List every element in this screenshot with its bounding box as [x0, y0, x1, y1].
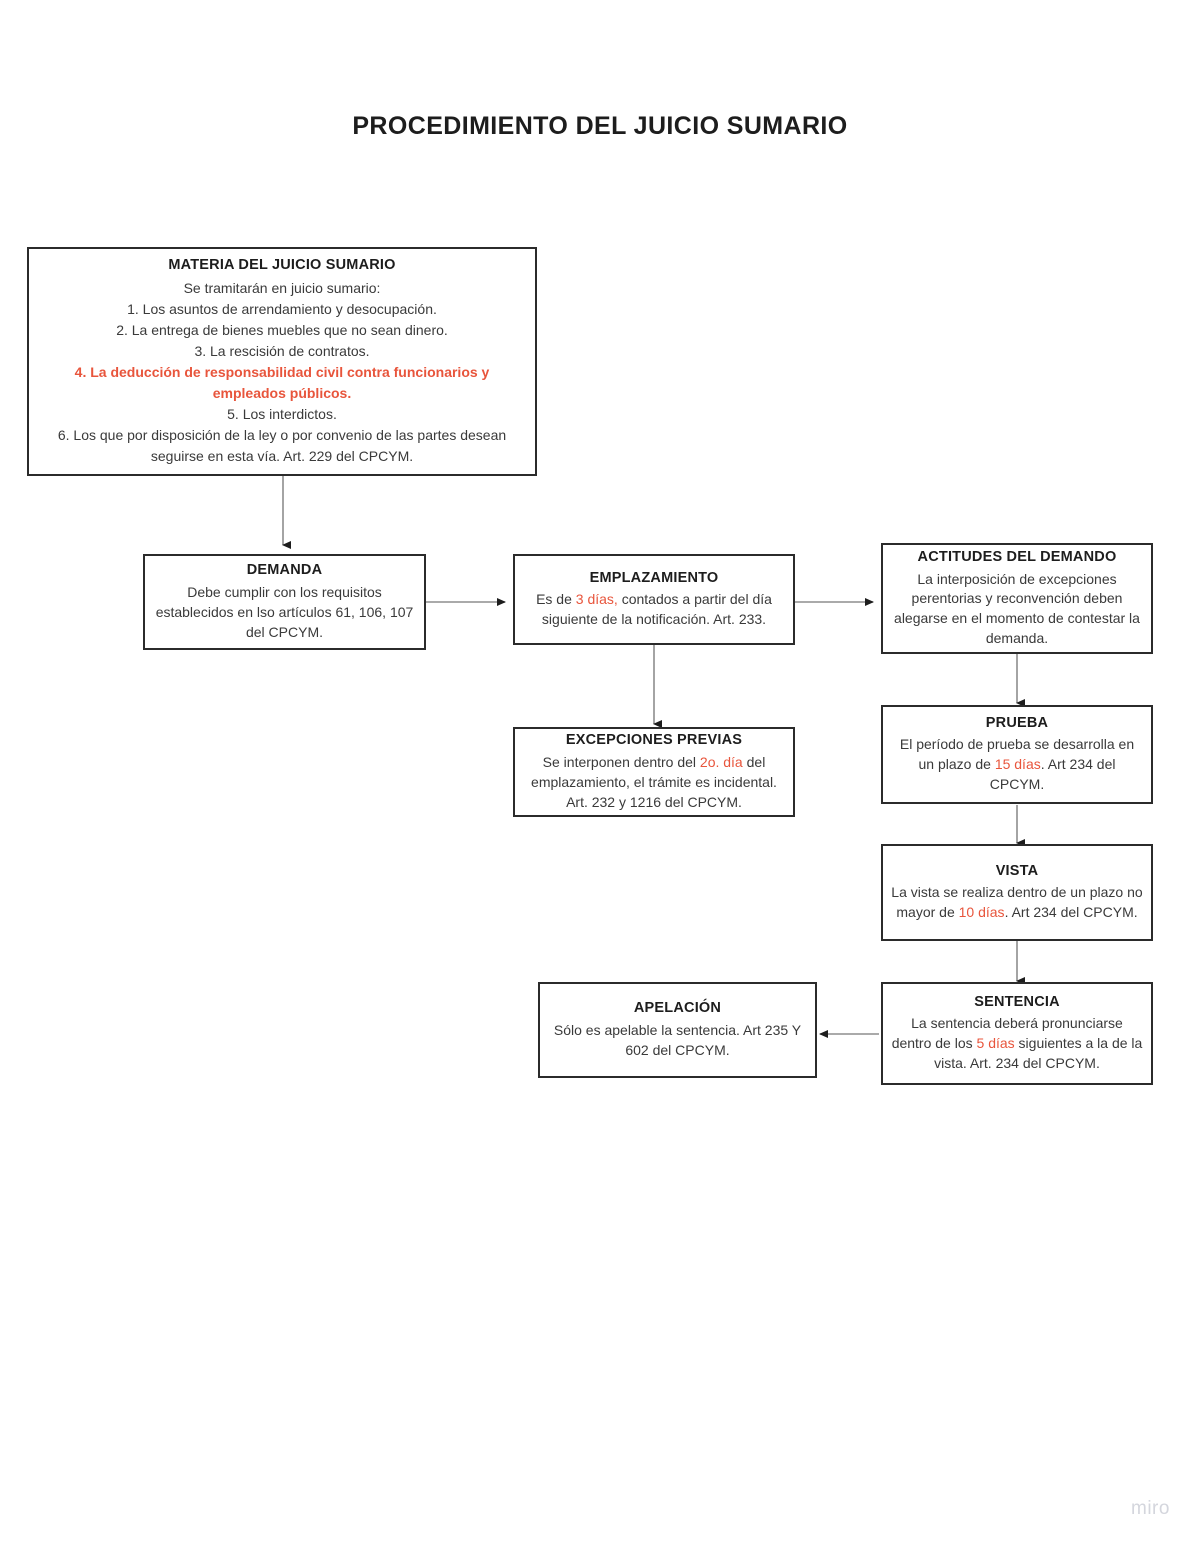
node-body: Debe cumplir con los requisitos establec…	[155, 583, 414, 640]
node-actitudes-del-demando[interactable]: ACTITUDES DEL DEMANDO La interposición d…	[881, 543, 1153, 654]
node-demanda[interactable]: DEMANDA Debe cumplir con los requisitos …	[143, 554, 426, 650]
node-title: DEMANDA	[246, 562, 323, 579]
node-materia-del-juicio-sumario[interactable]: MATERIA DEL JUICIO SUMARIO Se tramitarán…	[27, 247, 537, 476]
node-sentencia[interactable]: SENTENCIA La sentencia deberá pronunciar…	[881, 982, 1153, 1085]
text-post: contados a partir del día siguiente de l…	[541, 591, 772, 628]
materia-item-4: 4. La deducción de responsabilidad civil…	[74, 363, 490, 401]
text-pre: El período de prueba se desarrolla en un…	[899, 736, 1135, 773]
materia-item-2: 2. La entrega de bienes muebles que no s…	[116, 321, 448, 338]
highlight-plazo: 15 días	[994, 756, 1041, 773]
text-post: . Art 234 del CPCYM.	[989, 756, 1116, 793]
highlight-plazo: 5 días	[976, 1035, 1015, 1052]
text-post: . Art 234 del CPCYM.	[1004, 904, 1138, 921]
highlight-plazo: 3 días,	[575, 591, 618, 608]
node-title: SENTENCIA	[974, 993, 1060, 1010]
node-body: La interposición de excepciones perentor…	[894, 570, 1140, 647]
node-body: Sólo es apelable la sentencia. Art 235 Y…	[553, 1021, 802, 1058]
node-title: APELACIÓN	[633, 1000, 722, 1017]
node-body: La vista se realiza dentro de un plazo n…	[891, 883, 1143, 923]
node-body: El período de prueba se desarrolla en un…	[891, 735, 1143, 795]
node-vista[interactable]: VISTA La vista se realiza dentro de un p…	[881, 844, 1153, 941]
materia-item-1: 1. Los asuntos de arrendamiento y desocu…	[127, 300, 437, 317]
text-pre: La sentencia deberá pronunciarse dentro …	[891, 1015, 1123, 1052]
text-post: del emplazamiento, el trámite es inciden…	[531, 753, 777, 810]
text-pre: Se interponen dentro del	[542, 753, 700, 770]
node-body: Es de 3 días, contados a partir del día …	[523, 590, 785, 630]
node-prueba[interactable]: PRUEBA El período de prueba se desarroll…	[881, 705, 1153, 804]
materia-item-5: 5. Los interdictos.	[227, 405, 337, 422]
page-title: PROCEDIMIENTO DEL JUICIO SUMARIO	[352, 112, 848, 140]
node-title: PRUEBA	[985, 714, 1049, 731]
text-pre: Es de	[536, 591, 576, 608]
node-title: MATERIA DEL JUICIO SUMARIO	[168, 257, 396, 274]
node-title: EXCEPCIONES PREVIAS	[565, 732, 743, 749]
highlight-plazo: 2o. día	[699, 753, 743, 770]
text-post: siguientes a la de la vista. Art. 234 de…	[934, 1035, 1143, 1072]
text-pre: La vista se realiza dentro de un plazo n…	[891, 884, 1143, 921]
node-excepciones-previas[interactable]: EXCEPCIONES PREVIAS Se interponen dentro…	[513, 727, 795, 817]
node-body: Se tramitarán en juicio sumario: 1. Los …	[37, 278, 527, 467]
materia-intro: Se tramitarán en juicio sumario:	[183, 279, 381, 296]
node-apelacion[interactable]: APELACIÓN Sólo es apelable la sentencia.…	[538, 982, 817, 1078]
node-title: ACTITUDES DEL DEMANDO	[917, 548, 1117, 565]
node-body: La sentencia deberá pronunciarse dentro …	[891, 1014, 1143, 1074]
node-title: EMPLAZAMIENTO	[589, 569, 719, 586]
node-title: VISTA	[995, 862, 1039, 879]
miro-watermark: miro	[1131, 1498, 1170, 1519]
node-body: Se interponen dentro del 2o. día del emp…	[523, 753, 785, 813]
highlight-plazo: 10 días	[958, 904, 1005, 921]
node-emplazamiento[interactable]: EMPLAZAMIENTO Es de 3 días, contados a p…	[513, 554, 795, 645]
materia-item-6: 6. Los que por disposición de la ley o p…	[57, 426, 507, 464]
materia-item-3: 3. La rescisión de contratos.	[194, 342, 370, 359]
